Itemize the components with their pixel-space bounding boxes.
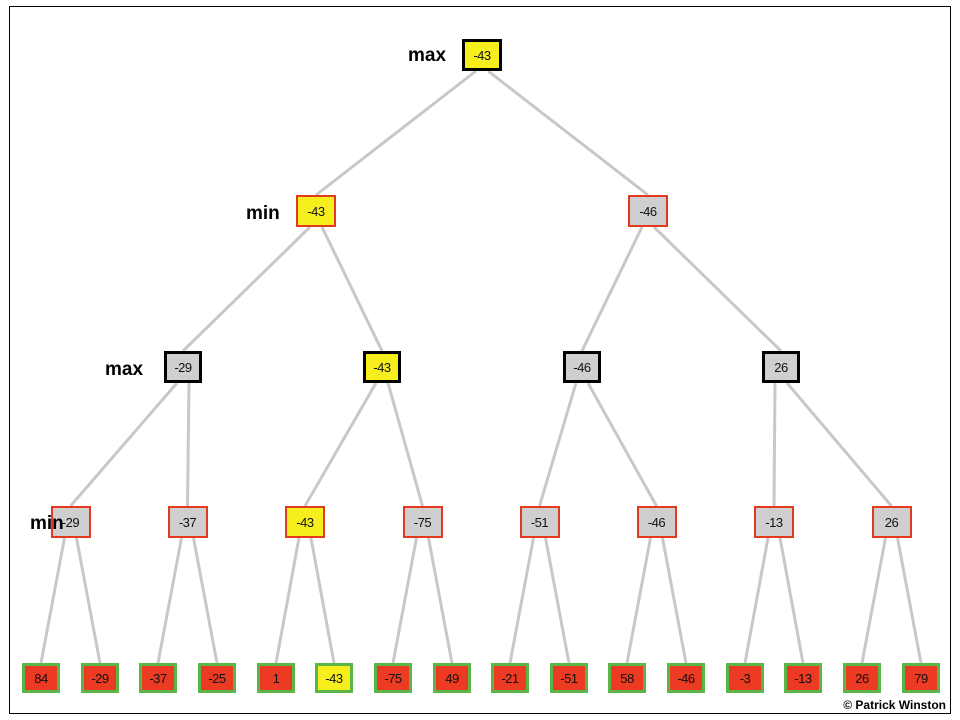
node-value: -43: [473, 47, 491, 63]
edge-level3-2-to-4: [274, 537, 301, 664]
edge-level2-0-to-0: [69, 382, 179, 507]
leaf-node: -75: [374, 663, 412, 693]
node-value: -75: [384, 670, 402, 686]
edge-level3-3-to-7: [427, 537, 454, 664]
node-value: -75: [413, 514, 432, 530]
node-value: -29: [91, 670, 109, 686]
node-value: 79: [914, 670, 928, 686]
node-value: -13: [765, 514, 783, 530]
edge-level3-2-to-5: [309, 537, 336, 664]
edge-level1-0-to-0: [181, 225, 312, 353]
level-label-max-root: max: [408, 45, 447, 66]
edge-level3-7-to-15: [896, 537, 923, 664]
leaf-node: -46: [667, 663, 705, 693]
tree-node-root: -43: [462, 39, 502, 71]
node-value: -43: [373, 359, 391, 375]
edge-level3-1-to-3: [192, 537, 219, 664]
node-value: -51: [530, 514, 549, 530]
leaf-node: -13: [784, 663, 822, 693]
tree-node-level2: 26: [762, 351, 800, 383]
node-value: 84: [34, 670, 48, 686]
edge-level3-7-to-14: [860, 537, 887, 664]
tree-node-level3: -13: [754, 506, 794, 538]
leaf-node: -51: [550, 663, 588, 693]
node-value: -43: [325, 670, 343, 686]
node-value: -3: [739, 670, 751, 686]
node-value: -46: [639, 203, 657, 219]
edge-level2-1-to-3: [386, 382, 424, 507]
node-value: -29: [174, 359, 192, 375]
edge-level3-0-to-0: [39, 537, 66, 664]
level-label-min-1: min: [246, 203, 280, 224]
tree-node-level2: -29: [164, 351, 202, 383]
node-value: 49: [445, 670, 459, 686]
edge-level3-3-to-6: [391, 537, 418, 664]
leaf-node: 26: [843, 663, 881, 693]
edge-level3-0-to-1: [75, 537, 102, 664]
tree-node-level3: -43: [285, 506, 325, 538]
leaf-node: -43: [315, 663, 353, 693]
node-value: 26: [774, 359, 788, 375]
tree-node-level3: -51: [519, 506, 560, 538]
tree-node-level1: -43: [296, 195, 336, 227]
edge-level3-6-to-13: [778, 537, 805, 664]
node-value: -46: [677, 670, 695, 686]
tree-node-level3: -75: [402, 506, 443, 538]
node-value: -37: [149, 670, 167, 686]
node-value: -29: [61, 514, 80, 530]
leaf-node: 58: [608, 663, 646, 693]
tree-node-level3: 26: [871, 506, 912, 538]
tree-node-level1: -46: [628, 195, 668, 227]
edge-level3-4-to-9: [544, 537, 571, 664]
leaf-node: 84: [22, 663, 60, 693]
tree-node-level3: -37: [167, 506, 208, 538]
node-value: -13: [794, 670, 812, 686]
copyright-credit: © Patrick Winston: [843, 698, 946, 712]
leaf-node: -21: [491, 663, 529, 693]
tree-node-level3: -46: [636, 506, 677, 538]
leaf-node: -3: [726, 663, 764, 693]
node-value: 26: [884, 514, 899, 530]
edge-level2-3-to-7: [785, 382, 893, 507]
edge-level3-5-to-10: [625, 537, 652, 664]
level-label-max-2: max: [105, 359, 144, 380]
leaf-node: 49: [433, 663, 471, 693]
node-value: -46: [647, 514, 666, 530]
leaf-node: 79: [902, 663, 940, 693]
edge-level2-1-to-2: [303, 382, 378, 507]
node-value: 1: [272, 670, 280, 686]
node-value: -25: [208, 670, 226, 686]
edge-level2-2-to-4: [538, 382, 578, 507]
edge-level3-5-to-11: [661, 537, 688, 664]
leaf-node: -37: [139, 663, 177, 693]
node-value: -46: [573, 359, 591, 375]
node-value: -37: [178, 514, 197, 530]
diagram-frame: [9, 6, 951, 714]
edge-root-0-to-1: [487, 69, 649, 197]
node-value: -21: [501, 670, 519, 686]
node-value: -51: [560, 670, 578, 686]
edge-level2-3-to-6: [772, 382, 777, 507]
tree-node-level2: -46: [563, 351, 601, 383]
edge-level1-1-to-2: [580, 226, 644, 352]
leaf-node: -25: [198, 663, 236, 693]
leaf-node: -29: [81, 663, 119, 693]
node-value: 58: [620, 670, 634, 686]
edge-level1-1-to-3: [652, 225, 783, 353]
edge-root-0-to-0: [315, 69, 477, 197]
leaf-node: 1: [257, 663, 295, 693]
edge-level3-4-to-8: [508, 537, 535, 664]
edge-level2-2-to-5: [586, 382, 658, 507]
tree-node-level2: -43: [363, 351, 401, 383]
edge-level3-6-to-12: [743, 537, 770, 664]
tree-node-level3: -29: [50, 506, 91, 538]
node-value: 26: [855, 670, 869, 686]
level-label-min-3: min: [30, 513, 64, 534]
edge-level1-0-to-1: [320, 226, 384, 352]
edge-level2-0-to-1: [186, 382, 191, 507]
node-value: -43: [307, 203, 325, 219]
edge-level3-1-to-2: [156, 537, 183, 664]
node-value: -43: [296, 514, 314, 530]
